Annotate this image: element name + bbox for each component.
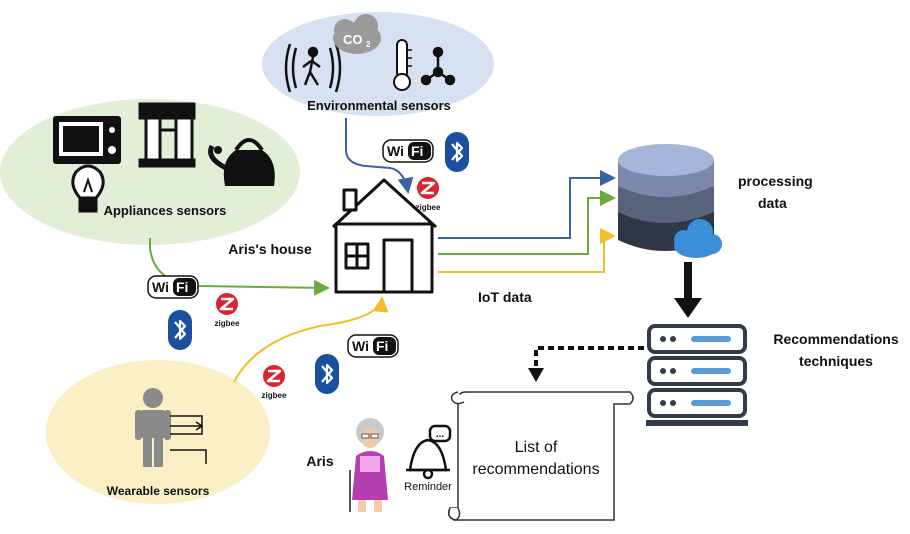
wifi-icon-env: Wi Fi xyxy=(382,139,434,163)
processing-label-line1: processing xyxy=(738,173,813,189)
server-stack-icon xyxy=(646,324,748,426)
wifi-icon-wear: Wi Fi xyxy=(347,334,399,358)
recommendations-label-line2: techniques xyxy=(799,353,873,369)
env-to-house-arrow xyxy=(345,118,414,194)
house-to-processing-green xyxy=(438,190,616,255)
aris-avatar xyxy=(349,418,388,512)
thermometer-icon xyxy=(393,39,412,91)
cloud-icon xyxy=(674,219,722,258)
wearable-sensor-lines xyxy=(170,415,207,464)
svg-text:Fi: Fi xyxy=(411,143,423,159)
wifi-icon-appl: Wi Fi xyxy=(147,275,199,299)
zigbee-icon-appl: zigbee xyxy=(215,291,240,328)
network-node-icon xyxy=(420,46,456,86)
bluetooth-icon-env xyxy=(443,130,471,174)
svg-text:Wi: Wi xyxy=(152,279,169,295)
motion-sensor-icon xyxy=(284,43,342,93)
svg-text:...: ... xyxy=(436,429,445,440)
svg-text:Wi: Wi xyxy=(352,338,369,354)
zigbee-icon-wear: zigbee xyxy=(262,363,287,400)
microwave-icon xyxy=(53,116,121,164)
house-to-processing-blue xyxy=(438,170,616,239)
wearable-sensors-label: Wearable sensors xyxy=(107,484,210,498)
processing-label-line2: data xyxy=(758,195,787,211)
servers-to-list-arrowhead xyxy=(528,368,544,382)
coffee-machine-icon xyxy=(138,102,196,168)
kettle-icon xyxy=(208,138,275,186)
svg-text:zigbee: zigbee xyxy=(262,391,287,400)
scroll-text-line1: List of xyxy=(515,439,558,456)
svg-text:Fi: Fi xyxy=(376,338,388,354)
recommendations-label-line1: Recommendations xyxy=(773,331,898,347)
processing-to-servers-arrow xyxy=(674,262,702,318)
co2-cloud-icon: CO 2 xyxy=(333,14,381,54)
wear-to-house-arrow xyxy=(233,296,389,383)
recommendations-scroll xyxy=(447,391,634,521)
reminder-bell-icon: ... xyxy=(406,424,452,480)
svg-text:Fi: Fi xyxy=(176,279,188,295)
bluetooth-icon-wear xyxy=(313,352,341,396)
bluetooth-icon-appl xyxy=(166,308,194,352)
svg-text:zigbee: zigbee xyxy=(215,319,240,328)
appliances-sensors-label: Appliances sensors xyxy=(104,203,227,218)
reminder-label: Reminder xyxy=(404,481,452,493)
house-label: Aris's house xyxy=(228,241,312,257)
wearable-person-icon xyxy=(135,388,171,467)
servers-to-list-arrow xyxy=(534,346,644,372)
iot-data-label: IoT data xyxy=(478,289,532,305)
house-to-processing-yellow xyxy=(438,228,616,273)
aris-label: Aris xyxy=(306,453,333,469)
co2-subscript: 2 xyxy=(366,40,371,49)
environmental-group-bg xyxy=(262,12,494,116)
scroll-text-line2: recommendations xyxy=(472,461,599,478)
lightbulb-icon xyxy=(71,164,105,213)
environmental-sensors-label: Environmental sensors xyxy=(307,98,451,113)
svg-text:Wi: Wi xyxy=(387,143,404,159)
svg-text:zigbee: zigbee xyxy=(416,203,441,212)
zigbee-icon-env: zigbee xyxy=(416,175,441,212)
co2-label: CO xyxy=(343,32,363,47)
house-icon xyxy=(331,178,438,294)
